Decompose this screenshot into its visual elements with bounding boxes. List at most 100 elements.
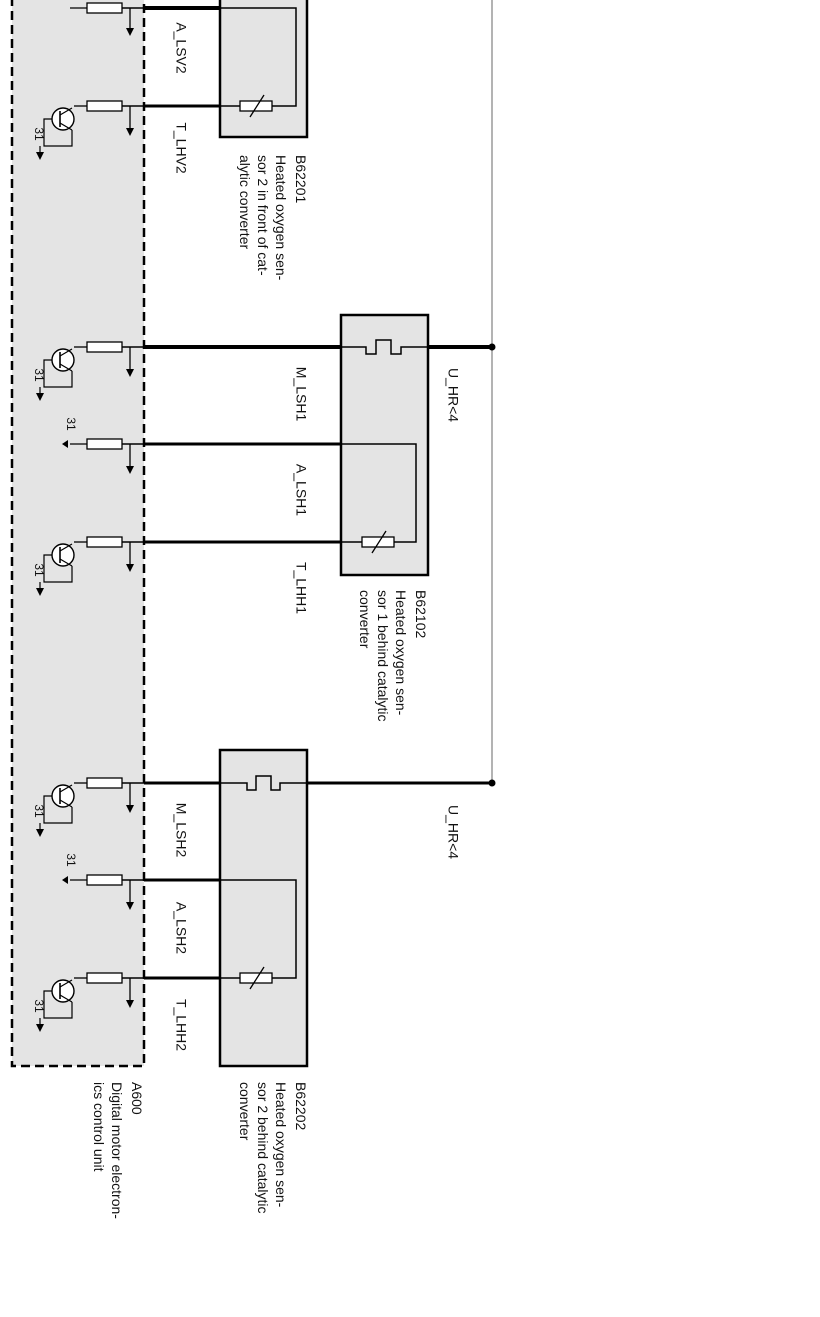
- transistor-lead: [59, 979, 73, 988]
- ntc-resistor: [239, 972, 273, 984]
- resistor: [86, 777, 123, 789]
- ntc-slash: [371, 530, 387, 554]
- transistor-icon: [51, 979, 75, 1003]
- transistor-lead: [59, 348, 73, 357]
- heater-symbol: [341, 339, 428, 355]
- signal-label-t-lhh1: T_LHH1: [293, 562, 309, 614]
- ground-arrow: [36, 588, 44, 596]
- ecu-wire: [43, 359, 73, 388]
- sensor-desc-line: converter: [237, 1082, 253, 1141]
- resistor: [86, 972, 123, 984]
- transistor-lead: [59, 543, 73, 552]
- signal-label-m-lsh2: M_LSH2: [173, 803, 189, 858]
- sensor-box-b62102: [339, 313, 430, 577]
- sensor-description-b62202: B62202 Heated oxygen sen- sor 2 behind c…: [237, 1082, 309, 1214]
- ground-arrow: [126, 564, 134, 572]
- sensor-description-b62102: B62102 Heated oxygen sen- sor 1 behind c…: [357, 590, 429, 722]
- heater-symbol: [220, 775, 307, 791]
- resistor: [86, 536, 123, 548]
- sensor-id: B62201: [293, 155, 309, 203]
- sensor-description-b62201: B62201 Heated oxygen sen- sor 2 in front…: [237, 155, 309, 281]
- ground-arrow: [126, 1000, 134, 1008]
- ground-label: 31: [32, 804, 46, 818]
- signal-label-t-lhv2: T_LHV2: [173, 122, 189, 174]
- ground-arrow: [126, 902, 134, 910]
- control-unit-desc-line: ics control unit: [91, 1082, 107, 1172]
- supply-label-2: U_HR<4: [445, 805, 461, 859]
- ground-arrow: [126, 369, 134, 377]
- ground-arrow: [126, 128, 134, 136]
- ground-arrow: [62, 440, 68, 448]
- resistor: [86, 438, 123, 450]
- ground-arrow: [36, 829, 44, 837]
- sensor-internal-wire: [341, 443, 417, 543]
- ground-arrow: [126, 28, 134, 36]
- resistor: [86, 100, 123, 112]
- sensor-desc-line: Heated oxygen sen-: [273, 1082, 289, 1208]
- ground-arrow: [36, 1024, 44, 1032]
- sensor-desc-line: alytic converter: [237, 155, 253, 249]
- supply-label-1: U_HR<4: [445, 368, 461, 422]
- ground-label: 31: [32, 368, 46, 382]
- control-unit-description: A600 Digital motor electron- ics control…: [91, 1082, 145, 1219]
- resistor: [86, 2, 123, 14]
- control-unit-id: A600: [129, 1082, 145, 1115]
- transistor-lead: [59, 107, 73, 116]
- ecu-wire: [43, 990, 73, 1019]
- sensor-desc-line: sor 2 in front of cat-: [255, 155, 271, 276]
- sensor-desc-line: Heated oxygen sen-: [393, 590, 409, 716]
- control-unit-desc-line: Digital motor electron-: [109, 1082, 125, 1219]
- ground-arrow: [126, 805, 134, 813]
- ground-arrow: [36, 152, 44, 160]
- ntc-resistor: [361, 536, 395, 548]
- transistor-icon: [51, 543, 75, 567]
- ntc-slash: [249, 94, 265, 118]
- transistor-lead: [59, 784, 73, 793]
- transistor-lead: [59, 122, 73, 131]
- transistor-icon: [51, 107, 75, 131]
- ground-label-group: 31: [32, 368, 46, 382]
- sensor-desc-line: Heated oxygen sen-: [273, 155, 289, 281]
- sensor-id: B62202: [293, 1082, 309, 1130]
- ecu-wire: [43, 118, 73, 147]
- resistor: [86, 341, 123, 353]
- ground-label-group: 31: [32, 127, 46, 141]
- ground-label-group: 31: [64, 853, 78, 867]
- ground-arrow: [36, 393, 44, 401]
- signal-label-a-lsh2: A_LSH2: [173, 902, 189, 954]
- transistor-lead: [59, 363, 73, 372]
- sensor-internal-wire: [220, 7, 297, 107]
- sensor-internal-wire: [220, 879, 297, 979]
- transistor-lead: [59, 994, 73, 1003]
- sensor-box-b62202: [218, 748, 309, 1068]
- sensor-id: B62102: [413, 590, 429, 638]
- signal-label-a-lsh1: A_LSH1: [293, 464, 309, 516]
- ground-label: 31: [64, 853, 78, 867]
- sensor-box-b62201: [218, 0, 309, 139]
- sensor-desc-line: sor 2 behind catalytic: [255, 1082, 271, 1214]
- signal-label-t-lhh2: T_LHH2: [173, 999, 189, 1051]
- transistor-lead: [59, 558, 73, 567]
- signal-label-a-lsv2: A_LSV2: [173, 22, 189, 74]
- transistor-icon: [51, 348, 75, 372]
- sensor-desc-line: converter: [357, 590, 373, 649]
- ground-label: 31: [32, 999, 46, 1013]
- ground-label: 31: [64, 417, 78, 431]
- ntc-resistor: [239, 100, 273, 112]
- resistor: [86, 874, 123, 886]
- control-unit-box: [10, 0, 146, 1068]
- ecu-wire: [43, 795, 73, 824]
- ecu-wire: [43, 554, 73, 583]
- signal-label-m-lsh1: M_LSH1: [293, 367, 309, 422]
- ground-label-group: 31: [32, 999, 46, 1013]
- ground-arrow: [62, 876, 68, 884]
- ground-label-group: 31: [64, 417, 78, 431]
- ntc-slash: [249, 966, 265, 990]
- ground-label-group: 31: [32, 804, 46, 818]
- ground-label: 31: [32, 127, 46, 141]
- ground-arrow: [126, 466, 134, 474]
- transistor-lead: [59, 799, 73, 808]
